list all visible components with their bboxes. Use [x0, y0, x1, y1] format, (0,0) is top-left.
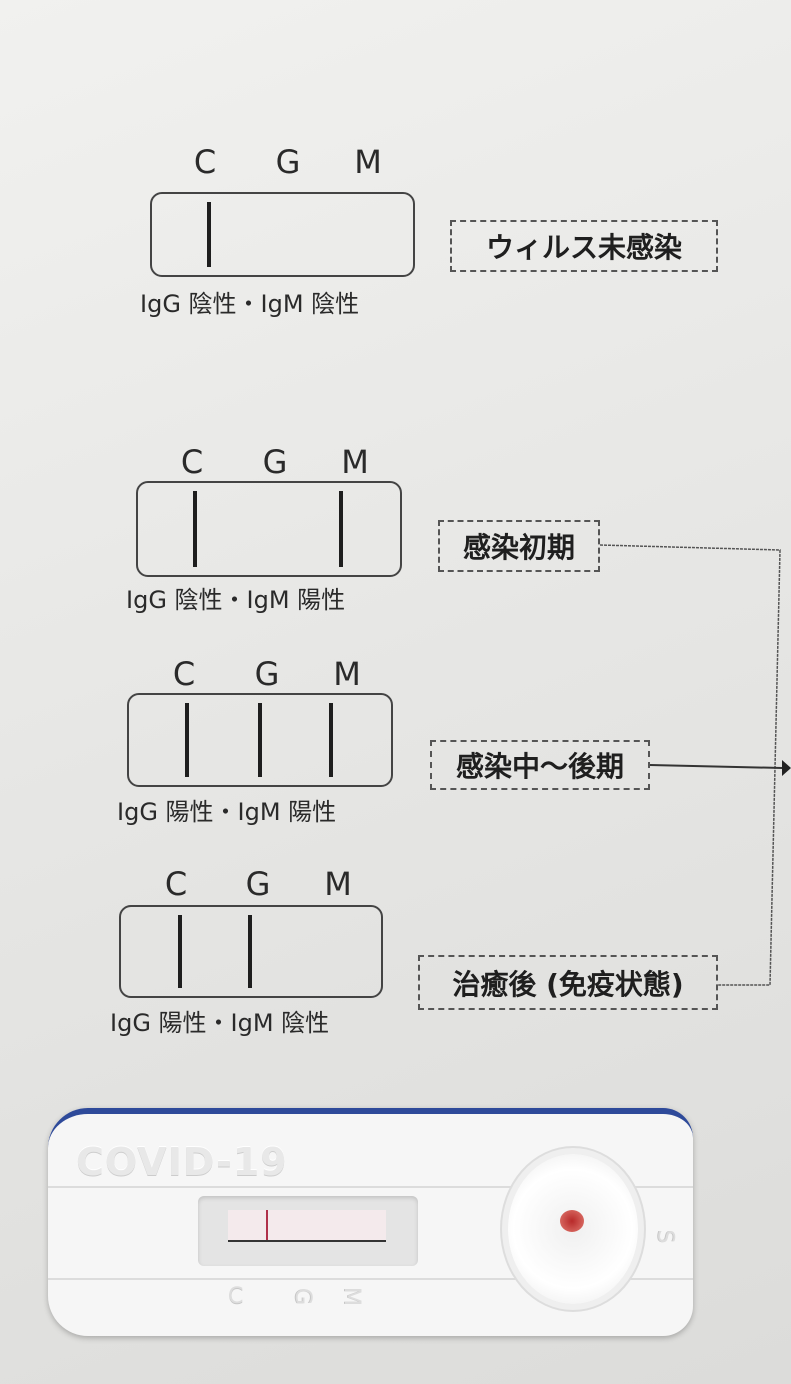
result-caption: IgG 陽性・IgM 陰性: [110, 1009, 330, 1037]
test-strip: [136, 481, 402, 577]
test-cassette: COVID-19 C G M S: [48, 1108, 693, 1336]
letter-m: M: [324, 865, 352, 903]
test-strip: [119, 905, 383, 998]
result-caption: IgG 陰性・IgM 陰性: [140, 290, 360, 318]
result-caption: IgG 陽性・IgM 陽性: [117, 798, 337, 826]
sample-well: [508, 1154, 638, 1304]
band-c: [178, 915, 182, 988]
arrow-head-icon: [782, 760, 791, 776]
letter-m: M: [354, 143, 382, 181]
band-m: [339, 491, 343, 567]
band-m: [329, 703, 333, 777]
status-box: ウィルス未感染: [450, 220, 718, 272]
blood-sample: [560, 1210, 584, 1232]
test-strip: [127, 693, 393, 787]
band-g: [248, 915, 252, 988]
test-strip: [150, 192, 415, 277]
band-c: [207, 202, 211, 267]
letter-c: C: [164, 865, 188, 903]
cassette-mark-c: C: [228, 1284, 244, 1309]
letter-c: C: [172, 655, 196, 693]
test-membrane: [228, 1210, 386, 1242]
status-box: 感染初期: [438, 520, 600, 572]
letter-g: G: [245, 865, 271, 903]
band-g: [258, 703, 262, 777]
cassette-brand: COVID-19: [76, 1140, 288, 1184]
status-box: 治癒後 (免疫状態): [418, 955, 718, 1010]
letter-c: C: [180, 443, 204, 481]
letter-c: C: [193, 143, 217, 181]
letter-g: G: [262, 443, 288, 481]
band-c: [193, 491, 197, 567]
letter-m: M: [333, 655, 361, 693]
connector-lines: [599, 544, 791, 986]
cassette-mark-m: M: [338, 1287, 364, 1306]
result-window: [198, 1196, 418, 1266]
sample-mark: S: [652, 1229, 678, 1244]
cassette-band-c: [266, 1210, 268, 1240]
result-caption: IgG 陰性・IgM 陽性: [126, 586, 346, 614]
letter-g: G: [254, 655, 280, 693]
band-c: [185, 703, 189, 777]
status-box: 感染中〜後期: [430, 740, 650, 790]
letter-g: G: [275, 143, 301, 181]
cassette-mark-g: G: [290, 1287, 316, 1306]
letter-m: M: [341, 443, 369, 481]
